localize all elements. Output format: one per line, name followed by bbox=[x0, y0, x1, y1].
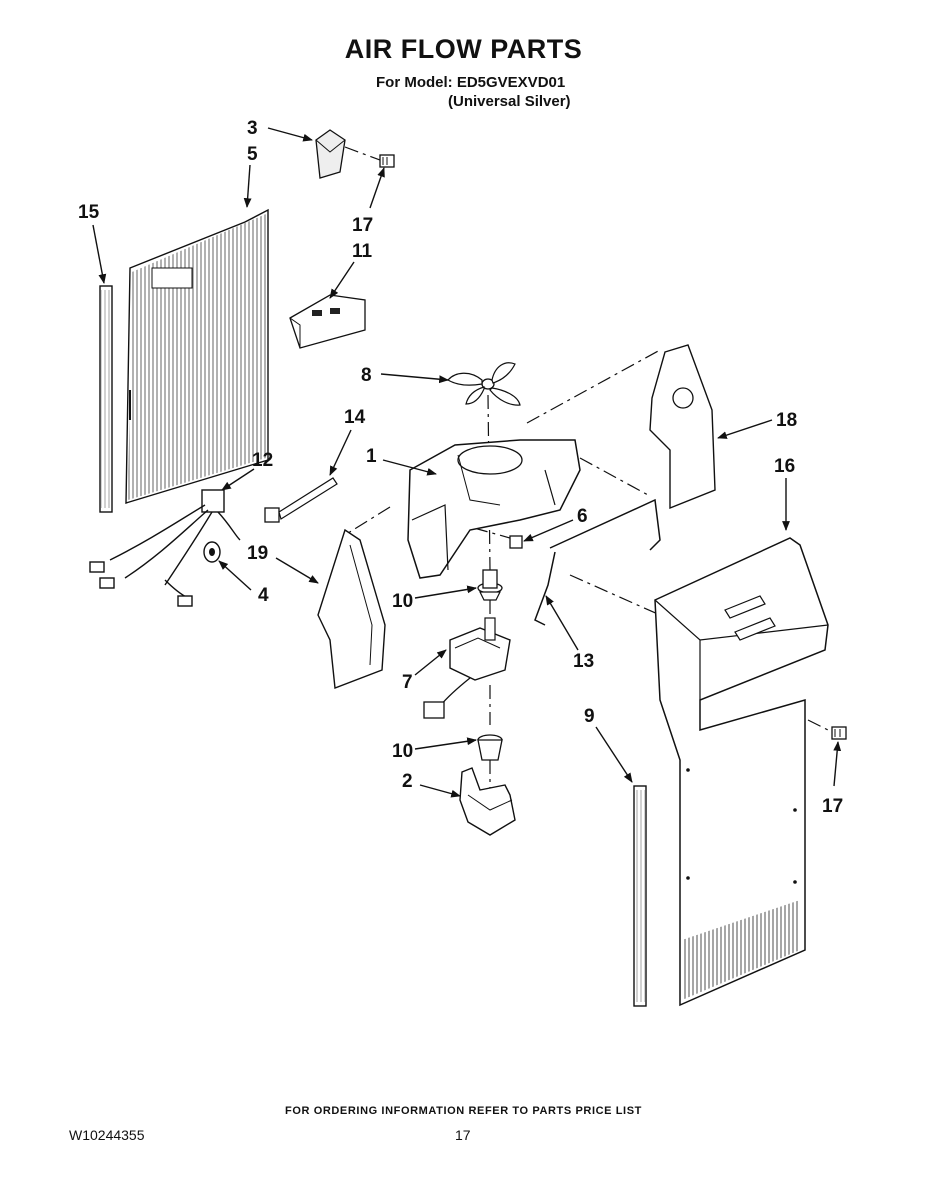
part-1-fan-housing bbox=[407, 439, 581, 579]
part-2-bracket bbox=[459, 767, 516, 836]
part-17-screw-top bbox=[379, 154, 395, 168]
callout-15: 15 bbox=[78, 202, 100, 223]
callout-17-top: 17 bbox=[352, 215, 373, 236]
finish-line: (Universal Silver) bbox=[448, 93, 571, 110]
part-13-wire-bracket bbox=[534, 498, 661, 626]
callout-17-right: 17 bbox=[822, 796, 843, 817]
callout-4: 4 bbox=[258, 585, 269, 606]
document-number: W10244355 bbox=[69, 1127, 145, 1143]
model-line: For Model: ED5GVEXVD01 bbox=[376, 74, 566, 91]
callout-8: 8 bbox=[361, 365, 372, 386]
callout-7: 7 bbox=[402, 672, 413, 693]
part-5-ribbed-panel bbox=[125, 208, 269, 504]
page-title: AIR FLOW PARTS bbox=[344, 34, 583, 64]
part-10-motor-mount-lower bbox=[477, 734, 503, 761]
callout-3: 3 bbox=[247, 118, 258, 139]
callout-6: 6 bbox=[577, 506, 588, 527]
callout-13: 13 bbox=[573, 651, 594, 672]
part-8-fan-blade bbox=[447, 362, 521, 406]
part-19-shroud bbox=[317, 528, 386, 689]
callout-5: 5 bbox=[247, 144, 258, 165]
callout-12: 12 bbox=[252, 450, 273, 471]
part-14-tie-strap bbox=[264, 477, 338, 523]
part-3-bracket bbox=[315, 129, 346, 179]
assembly-guide-lines bbox=[344, 146, 833, 815]
callout-9: 9 bbox=[584, 706, 595, 727]
callout-10-upper: 10 bbox=[392, 591, 413, 612]
callout-11: 11 bbox=[352, 241, 373, 262]
callout-numbers: 3 5 15 17 11 8 14 18 1 12 16 6 19 4 10 1… bbox=[78, 118, 843, 817]
part-9-seal-strip bbox=[633, 785, 647, 1007]
part-4-grommet bbox=[203, 541, 221, 563]
part-12-wire-harness bbox=[89, 489, 241, 607]
part-7-fan-motor bbox=[423, 617, 511, 719]
callout-19: 19 bbox=[247, 543, 268, 564]
part-6-screw bbox=[509, 535, 523, 549]
part-15-seal-strip bbox=[99, 285, 113, 513]
part-18-shroud bbox=[649, 344, 716, 510]
part-16-rear-panel bbox=[654, 537, 829, 1007]
part-10-motor-mount-upper bbox=[477, 569, 503, 601]
callout-18: 18 bbox=[776, 410, 797, 431]
callout-16: 16 bbox=[774, 456, 795, 477]
page-number: 17 bbox=[455, 1127, 471, 1143]
callout-1: 1 bbox=[366, 446, 377, 467]
leader-arrows bbox=[92, 127, 842, 798]
part-17-screw-right bbox=[831, 726, 847, 740]
callout-10-lower: 10 bbox=[392, 741, 413, 762]
callout-14: 14 bbox=[344, 407, 366, 428]
ordering-note: FOR ORDERING INFORMATION REFER TO PARTS … bbox=[285, 1105, 642, 1117]
callout-2: 2 bbox=[402, 771, 413, 792]
part-11-duct bbox=[289, 294, 366, 349]
